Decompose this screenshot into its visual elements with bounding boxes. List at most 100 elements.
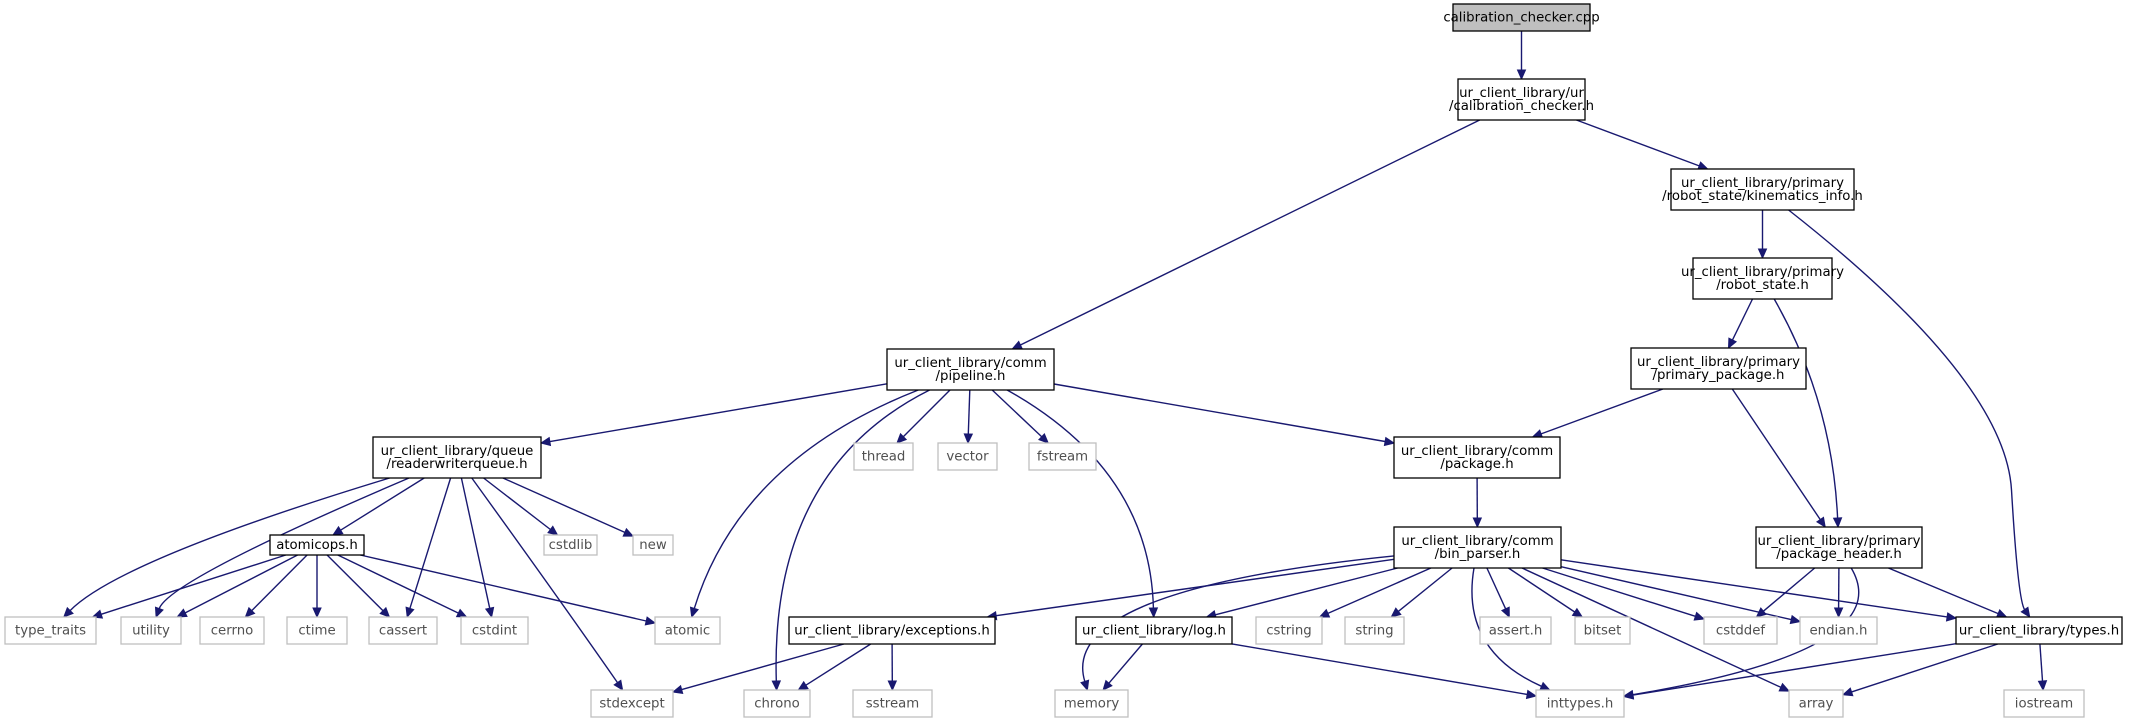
edge-line xyxy=(1851,643,1999,693)
edge-arrowhead xyxy=(887,680,898,692)
edge-arrowhead xyxy=(1148,607,1159,619)
node-package-header-h[interactable]: ur_client_library/primary/package_header… xyxy=(1755,526,1923,569)
edge-arrowhead xyxy=(1539,681,1551,691)
node-label: fstream xyxy=(1037,450,1088,465)
node-box xyxy=(886,348,1055,391)
node-box xyxy=(788,616,996,645)
node-label: atomicops.h xyxy=(276,538,358,553)
node-assert-h: assert.h xyxy=(1479,616,1552,645)
edge-bin_parser_h-to-assert_h xyxy=(1486,567,1510,619)
edge-pipeline_h-to-fstream xyxy=(991,389,1050,444)
node-label: thread xyxy=(862,450,906,465)
node-label: atomic xyxy=(665,624,710,639)
node-types-h[interactable]: ur_client_library/types.h xyxy=(1955,616,2123,645)
node-label: assert.h xyxy=(1489,624,1543,639)
edge-line xyxy=(1762,567,1816,612)
node-log-h[interactable]: ur_client_library/log.h xyxy=(1075,616,1233,645)
edge-line xyxy=(2039,643,2044,682)
edge-bin_parser_h-to-endian_h xyxy=(1560,566,1802,625)
node-box xyxy=(1692,257,1833,300)
edge-line xyxy=(69,477,390,612)
node-kinematics-info-h[interactable]: ur_client_library/primary/robot_state/ki… xyxy=(1662,168,1863,211)
edge-line xyxy=(681,643,845,691)
edge-arrowhead xyxy=(379,606,391,618)
node-label: chrono xyxy=(754,697,800,712)
node-label: ur_client_library/types.h xyxy=(1959,624,2119,639)
node-label: cstdlib xyxy=(549,538,593,553)
edge-line xyxy=(996,558,1395,617)
edge-arrowhead xyxy=(1525,689,1538,700)
node-box xyxy=(372,436,542,479)
node-box xyxy=(1703,616,1778,645)
edge-line xyxy=(1082,555,1395,682)
edge-arrowhead xyxy=(1815,516,1826,529)
edge-arrowhead xyxy=(539,436,552,447)
node-exceptions-h[interactable]: ur_client_library/exceptions.h xyxy=(788,616,996,645)
node-label: ur_client_library/primary xyxy=(1681,176,1844,191)
node-label: ur_client_library/ur xyxy=(1459,86,1584,101)
node-inttypes-h: inttypes.h xyxy=(1535,689,1625,718)
node-label: memory xyxy=(1064,697,1120,712)
edge-line xyxy=(1731,298,1754,341)
node-primary-package-h[interactable]: ur_client_library/primary/primary_packag… xyxy=(1630,347,1807,390)
node-box xyxy=(1574,616,1631,645)
node-label: /package_header.h xyxy=(1776,547,1902,562)
node-label: /pipeline.h xyxy=(936,369,1006,384)
node-robot-state-h[interactable]: ur_client_library/primary/robot_state.h xyxy=(1681,257,1844,300)
edge-pipeline_h-to-vector xyxy=(963,389,974,445)
node-box xyxy=(1630,347,1807,390)
edge-calibration_checker_cpp-to-calibration_checker_h xyxy=(1516,31,1527,81)
edge-pipeline_h-to-chrono xyxy=(771,389,930,692)
edge-arrowhead xyxy=(405,606,415,619)
node-label: cstdint xyxy=(472,624,517,639)
edge-calibration_checker_h-to-kinematics_info_h xyxy=(1576,119,1709,171)
node-box xyxy=(937,442,998,471)
node-box xyxy=(1255,616,1323,645)
node-label: /bin_parser.h xyxy=(1435,547,1521,562)
edge-line xyxy=(184,554,298,614)
node-box xyxy=(1344,616,1405,645)
edge-arrowhead xyxy=(613,679,624,692)
node-label: new xyxy=(639,538,667,553)
node-bin-parser-h[interactable]: ur_client_library/comm/bin_parser.h xyxy=(1393,526,1562,569)
edge-arrowhead xyxy=(455,608,468,618)
edge-arrowhead xyxy=(1789,614,1802,625)
node-readerwriterqueue-h[interactable]: ur_client_library/queue/readerwriterqueu… xyxy=(372,436,542,479)
edge-arrowhead xyxy=(1757,248,1768,260)
node-package-h[interactable]: ur_client_library/comm/package.h xyxy=(1393,436,1561,479)
edge-line xyxy=(1540,388,1664,435)
node-calibration-checker-h[interactable]: ur_client_library/ur/calibration_checker… xyxy=(1449,78,1594,121)
node-atomicops-h[interactable]: atomicops.h xyxy=(269,534,365,556)
edge-kinematics_info_h-to-robot_state_h xyxy=(1757,210,1768,260)
node-label: utility xyxy=(132,624,170,639)
edge-line xyxy=(337,554,459,614)
node-label: endian.h xyxy=(1810,624,1868,639)
node-calibration-checker-cpp[interactable]: calibration_checker.cpp xyxy=(1443,3,1600,32)
edge-arrowhead xyxy=(622,527,635,537)
node-label: /package.h xyxy=(1440,457,1513,472)
edge-log_h-to-memory xyxy=(1102,643,1143,691)
edge-arrowhead xyxy=(91,609,104,619)
node-label: ctime xyxy=(298,624,335,639)
edge-arrowhead xyxy=(896,432,908,444)
node-cassert: cassert xyxy=(368,616,438,645)
edge-exceptions_h-to-sstream xyxy=(887,643,898,692)
edge-atomicops_h-to-cerrno xyxy=(244,554,308,618)
edge-primary_package_h-to-package_header_h xyxy=(1731,388,1826,529)
edge-line xyxy=(409,477,452,609)
edge-package_header_h-to-types_h xyxy=(1888,567,2008,618)
edge-atomicops_h-to-cassert xyxy=(326,554,391,618)
edge-readerwriterqueue_h-to-cstdlib xyxy=(483,477,559,536)
node-label: ur_client_library/queue xyxy=(381,444,534,459)
node-label: array xyxy=(1799,697,1834,712)
edge-line xyxy=(1508,567,1576,613)
node-box xyxy=(543,534,598,556)
edge-arrowhead xyxy=(797,680,809,691)
node-thread: thread xyxy=(853,442,914,471)
edge-arrowhead xyxy=(154,606,164,619)
node-type-traits: type_traits xyxy=(4,616,97,645)
node-sstream: sstream xyxy=(852,689,933,718)
node-pipeline-h[interactable]: ur_client_library/comm/pipeline.h xyxy=(886,348,1055,391)
edge-line xyxy=(1632,643,1957,696)
